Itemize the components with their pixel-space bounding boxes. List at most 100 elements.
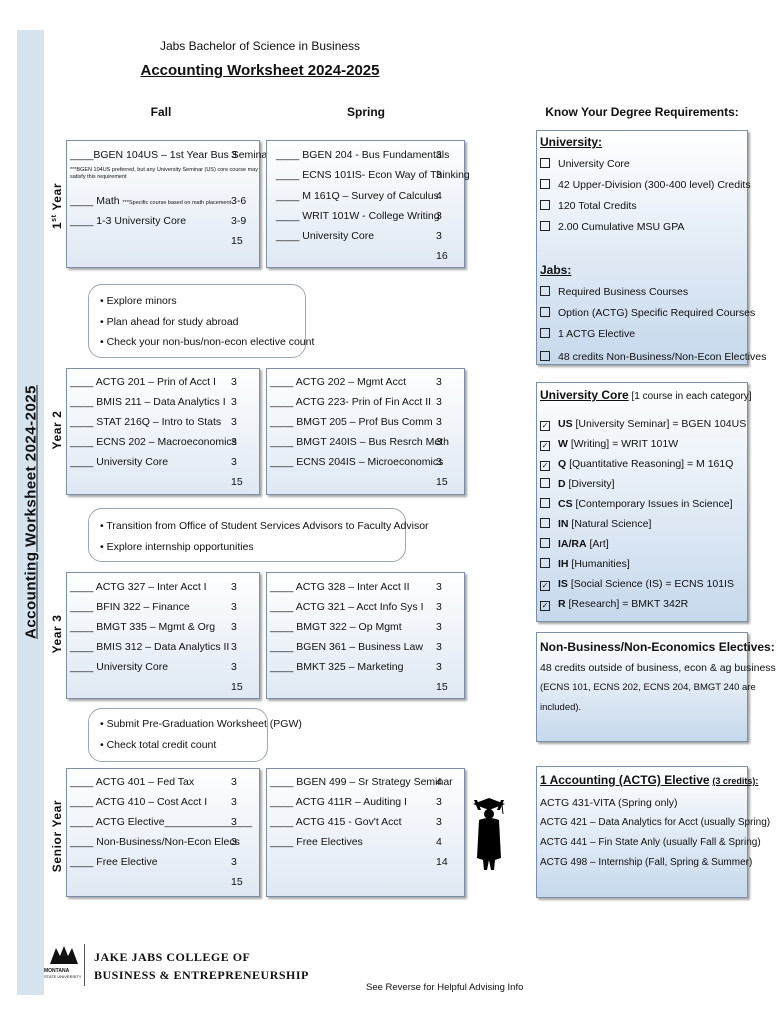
- core-text: [Art]: [586, 538, 609, 550]
- checked-checkbox[interactable]: ✓: [540, 601, 550, 611]
- core-item: IH [Humanities]: [540, 558, 630, 570]
- nonbus-text: (ECNS 101, ECNS 202, ECNS 204, BMGT 240 …: [540, 682, 756, 693]
- nonbus-heading: Non-Business/Non-Economics Electives:: [540, 640, 775, 654]
- checked-checkbox[interactable]: ✓: [540, 421, 550, 431]
- university-core-box: [536, 382, 748, 622]
- actg-item: ACTG 421 – Data Analytics for Acct (usua…: [540, 817, 771, 828]
- core-code: US: [558, 418, 573, 430]
- core-text: [Humanities]: [568, 558, 630, 570]
- jabs-heading: Jabs:: [540, 263, 572, 277]
- core-item: ✓ Q [Quantitative Reasoning] = M 161Q: [540, 458, 733, 471]
- core-code: W: [558, 438, 568, 450]
- core-code: IA/RA: [558, 538, 587, 550]
- core-text: [Quantitative Reasoning] = M 161Q: [566, 458, 734, 470]
- tip-item: • Check your non-bus/non-econ elective c…: [100, 336, 315, 348]
- college-line2: Business & Entrepreneurship: [94, 968, 309, 982]
- tip-item: • Transition from Office of Student Serv…: [100, 520, 429, 532]
- checkbox[interactable]: [540, 518, 550, 528]
- footer-divider: [84, 944, 85, 986]
- checked-checkbox[interactable]: ✓: [540, 581, 550, 591]
- msu-logo: MONTANA STATE UNIVERSITY: [44, 944, 82, 979]
- req-item: Option (ACTG) Specific Required Courses: [540, 307, 755, 319]
- checkbox[interactable]: [540, 158, 550, 168]
- checkbox[interactable]: [540, 179, 550, 189]
- year-label-4: Senior Year: [50, 799, 64, 873]
- actg-elective-box: [536, 766, 748, 898]
- core-text: [University Seminar] = BGEN 104US: [572, 418, 747, 430]
- spring-total: 16: [436, 250, 448, 262]
- course-row: ____ ACTG Elective_______________3: [70, 816, 253, 828]
- core-item: ✓ US [University Seminar] = BGEN 104US: [540, 418, 746, 431]
- course-row: ____ Math ***Specific course based on ma…: [70, 195, 247, 207]
- checkbox[interactable]: [540, 558, 550, 568]
- fall-total: 15: [231, 235, 243, 247]
- core-text: [Research] = BMKT 342R: [565, 598, 689, 610]
- tips-brace: [88, 284, 306, 358]
- core-text: [Contemporary Issues in Science]: [572, 498, 733, 510]
- tip-item: • Explore minors: [100, 295, 177, 307]
- spring-total: 15: [436, 476, 448, 488]
- checked-checkbox[interactable]: ✓: [540, 461, 550, 471]
- core-item: IA/RA [Art]: [540, 538, 609, 550]
- nonbus-box: [536, 632, 748, 742]
- checkbox[interactable]: [540, 478, 550, 488]
- core-code: Q: [558, 458, 567, 470]
- tip-item: • Submit Pre-Graduation Worksheet (PGW): [100, 718, 302, 730]
- req-item: 48 credits Non-Business/Non-Econ Electiv…: [540, 351, 766, 363]
- fall-total: 15: [231, 876, 243, 888]
- fall-total: 15: [231, 476, 243, 488]
- checkbox[interactable]: [540, 200, 550, 210]
- req-item: 2.00 Cumulative MSU GPA: [540, 221, 684, 233]
- tip-item: • Check total credit count: [100, 739, 217, 751]
- req-item: University Core: [540, 158, 630, 170]
- checkbox[interactable]: [540, 538, 550, 548]
- checkbox[interactable]: [540, 328, 550, 338]
- core-item: ✓ R [Research] = BMKT 342R: [540, 598, 688, 611]
- tips-brace: [88, 708, 268, 762]
- checkbox[interactable]: [540, 221, 550, 231]
- msu-mountain-icon: [50, 946, 78, 964]
- core-item: D [Diversity]: [540, 478, 615, 490]
- checkbox[interactable]: [540, 498, 550, 508]
- logo-line1: MONTANA: [44, 968, 70, 974]
- core-text: [Diversity]: [565, 478, 615, 490]
- checkbox[interactable]: [540, 351, 550, 361]
- tip-item: • Explore internship opportunities: [100, 541, 254, 553]
- checked-checkbox[interactable]: ✓: [540, 441, 550, 451]
- university-heading: University:: [540, 135, 603, 149]
- core-code: R: [558, 598, 566, 610]
- sidebar-title: Accounting Worksheet 2024-2025: [22, 385, 40, 639]
- checkbox[interactable]: [540, 286, 550, 296]
- actg-heading-line: 1 Accounting (ACTG) Elective (3 credits)…: [540, 773, 758, 787]
- fall-header: Fall: [150, 105, 172, 119]
- checkbox[interactable]: [540, 307, 550, 317]
- core-text: [Natural Science]: [568, 518, 652, 530]
